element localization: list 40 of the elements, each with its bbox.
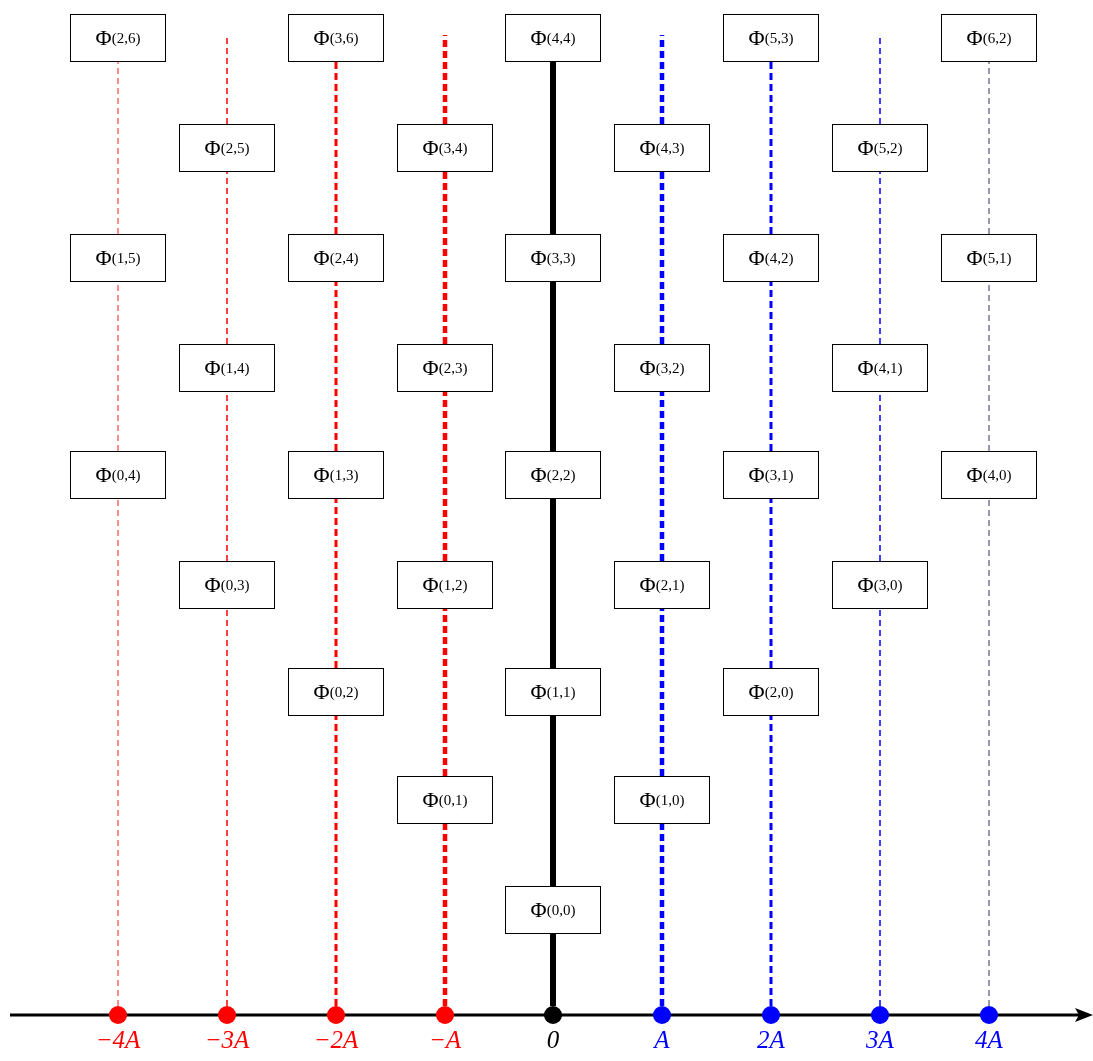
solid-line	[550, 499, 556, 668]
dashed-line	[442, 609, 448, 776]
axis-tick-label: −4A	[94, 1026, 142, 1054]
dashed-line	[659, 392, 665, 561]
dashed-line	[442, 35, 448, 124]
axis-tick-label: 2A	[756, 1026, 786, 1054]
axis-tick-label: −A	[427, 1026, 463, 1054]
dashed-line	[769, 499, 773, 668]
dashed-line	[117, 61, 119, 235]
dashed-line	[659, 172, 665, 344]
dashed-line	[117, 498, 119, 1007]
axis-tick-label: 0	[545, 1026, 561, 1054]
dashed-line	[334, 499, 338, 668]
dashed-line	[659, 609, 665, 776]
dashed-line	[769, 62, 773, 234]
dashed-line	[226, 608, 228, 1007]
dashed-line	[334, 282, 338, 451]
solid-line	[550, 62, 556, 234]
axis-tick-label: −3A	[203, 1026, 251, 1054]
dashed-line	[988, 498, 990, 1007]
axis-tick-label: 3A	[865, 1026, 895, 1054]
dashed-line	[659, 824, 665, 1006]
dashed-line	[879, 608, 881, 1007]
dashed-line	[988, 61, 990, 235]
solid-line	[550, 716, 556, 886]
axis-tick-label: 4A	[974, 1026, 1004, 1054]
dashed-line	[334, 62, 338, 234]
dashed-line	[442, 172, 448, 344]
dashed-line	[659, 35, 665, 124]
solid-line	[550, 934, 556, 1006]
axis-tick-label: A	[652, 1026, 671, 1054]
dashed-line	[442, 392, 448, 561]
dashed-line	[442, 824, 448, 1006]
dashed-line	[769, 716, 773, 1006]
solid-line	[550, 282, 556, 451]
axis-tick-label: −2A	[312, 1026, 360, 1054]
dashed-line	[334, 716, 338, 1006]
dashed-line	[879, 171, 881, 345]
dashed-line	[769, 282, 773, 451]
dashed-line	[226, 171, 228, 345]
